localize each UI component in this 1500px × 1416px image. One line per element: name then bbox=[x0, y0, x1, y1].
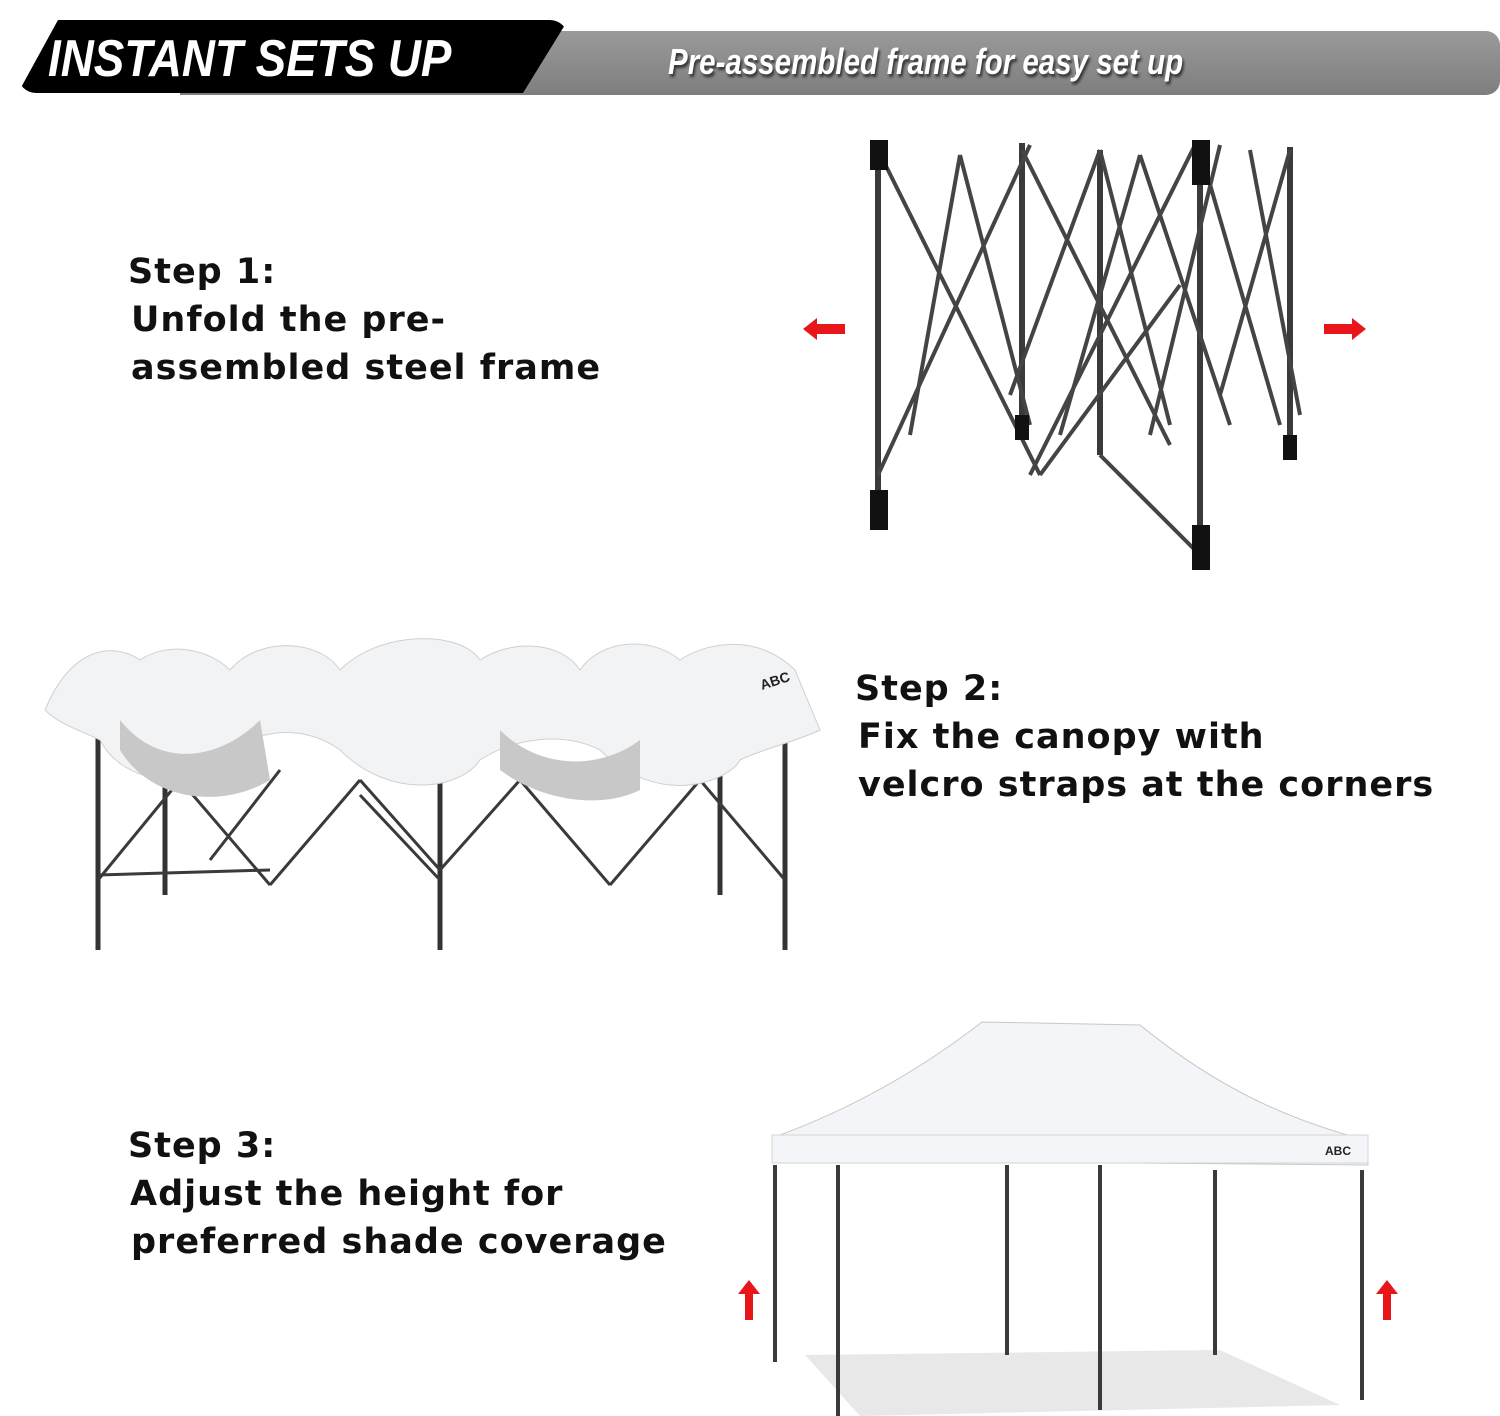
banner-subtitle: Pre-assembled frame for easy set up bbox=[668, 41, 1184, 82]
step-3-line-2: preferred shade coverage bbox=[131, 1222, 667, 1262]
step-3-line-1: Adjust the height for bbox=[130, 1174, 564, 1214]
title-bar bbox=[18, 20, 568, 93]
arrow-up-right-icon bbox=[1376, 1280, 1398, 1320]
setup-canopy-image: ABC bbox=[771, 1021, 1369, 1416]
step-2-text: Step 2: Fix the canopy with velcro strap… bbox=[855, 665, 1434, 809]
step-2-line-1: Fix the canopy with bbox=[858, 717, 1265, 757]
arrow-up-left-icon bbox=[738, 1280, 760, 1320]
step-1-text: Step 1: Unfold the pre- assembled steel … bbox=[128, 248, 601, 392]
step-2-label: Step 2: bbox=[855, 669, 1004, 709]
loose-canopy-image: ABC bbox=[44, 638, 821, 950]
step-1-label: Step 1: bbox=[128, 252, 277, 292]
step-1-line-1: Unfold the pre- bbox=[131, 300, 446, 340]
brand-mark-2: ABC bbox=[1325, 1144, 1351, 1158]
arrow-left-icon bbox=[803, 318, 845, 340]
arrow-right-icon bbox=[1324, 318, 1366, 340]
folded-frame-image bbox=[870, 140, 1302, 570]
banner-title: INSTANT SETS UP bbox=[48, 30, 452, 88]
step-3-label: Step 3: bbox=[128, 1126, 277, 1166]
header-banner: INSTANT SETS UP Pre-assembled frame for … bbox=[0, 15, 1500, 95]
step-3-text: Step 3: Adjust the height for preferred … bbox=[128, 1122, 667, 1266]
step-1-line-2: assembled steel frame bbox=[131, 348, 602, 388]
step-2-line-2: velcro straps at the corners bbox=[858, 765, 1435, 805]
